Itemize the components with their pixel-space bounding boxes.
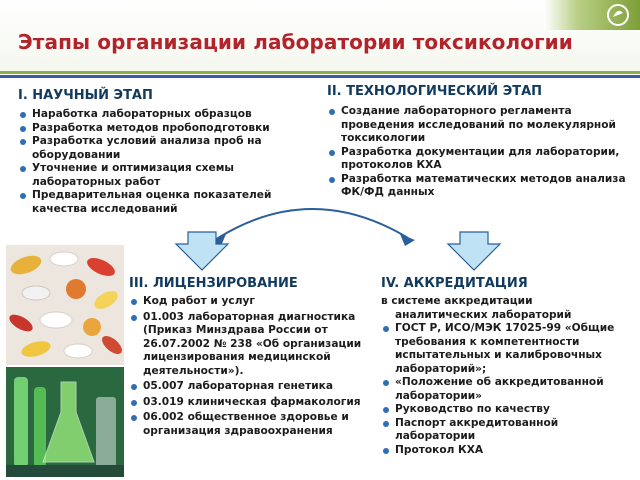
bullet-icon (329, 149, 335, 156)
list-item: 01.003 лабораторная диагностика (Приказ … (129, 311, 369, 379)
accreditation-intro-1: в системе аккредитации (381, 295, 533, 307)
bullet-icon (20, 193, 26, 199)
page-title: Этапы организации лаборатории токсиколог… (18, 30, 573, 54)
list-item: Разработка условий анализа проб на обору… (18, 135, 308, 162)
bullet-icon (20, 125, 26, 132)
bullet-icon (131, 314, 137, 321)
section-technological: II. ТЕХНОЛОГИЧЕСКИЙ ЭТАП Создание лабора… (327, 84, 627, 200)
section-title-technological: II. ТЕХНОЛОГИЧЕСКИЙ ЭТАП (327, 84, 543, 99)
leaf-logo-icon (607, 4, 629, 26)
lab-image-icon (6, 367, 124, 477)
section-scientific: I. НАУЧНЫЙ ЭТАП Наработка лабораторных о… (18, 88, 308, 216)
list-item: Разработка документации для лаборатории,… (327, 146, 627, 173)
divider-blue (0, 75, 640, 78)
accreditation-intro-2: аналитических лабораторий (395, 308, 572, 321)
bullet-icon (20, 166, 26, 172)
curved-arrow-icon (217, 208, 409, 239)
bullet-icon (20, 112, 26, 118)
bullet-icon (383, 326, 389, 332)
list-item: ГОСТ Р, ИСО/МЭК 17025-99 «Общие требован… (381, 322, 636, 376)
section-title-scientific: I. НАУЧНЫЙ ЭТАП (18, 88, 153, 103)
list-item: Руководство по качеству (381, 403, 636, 417)
list-item: Паспорт аккредитованной лаборатории (381, 417, 636, 444)
list-item: Разработка математических методов анализ… (327, 173, 627, 200)
arrowhead-right-icon (400, 234, 415, 246)
list-item: 03.019 клиническая фармакология (129, 396, 369, 410)
section-title-accreditation: IV. АККРЕДИТАЦИЯ (381, 276, 528, 291)
technological-list: Создание лабораторного регламента провед… (327, 105, 627, 200)
scientific-list: Наработка лабораторных образцов Разработ… (18, 108, 308, 216)
bullet-icon (383, 420, 389, 427)
lab-glassware-photo (6, 367, 124, 477)
pills-image-icon (6, 245, 124, 365)
list-item: 05.007 лабораторная генетика (129, 380, 369, 394)
section-accreditation: IV. АККРЕДИТАЦИЯ в системе аккредитации … (381, 276, 636, 457)
bullet-icon (383, 380, 389, 386)
list-item: Наработка лабораторных образцов (18, 108, 308, 122)
divider-green (0, 71, 640, 74)
section-licensing: III. ЛИЦЕНЗИРОВАНИЕ Код работ и услуг 01… (129, 276, 369, 440)
accreditation-list: ГОСТ Р, ИСО/МЭК 17025-99 «Общие требован… (381, 322, 636, 457)
bullet-icon (329, 176, 335, 183)
list-item: Создание лабораторного регламента провед… (327, 105, 627, 146)
down-arrow-right-icon (446, 231, 502, 271)
bullet-icon (20, 139, 26, 145)
list-item: Предварительная оценка показателей качес… (18, 189, 308, 216)
list-item: 06.002 общественное здоровье и организац… (129, 411, 369, 438)
licensing-list: Код работ и услуг 01.003 лабораторная ди… (129, 295, 369, 438)
bullet-icon (131, 299, 137, 305)
list-item: Разработка методов пробоподготовки (18, 122, 308, 136)
section-title-licensing: III. ЛИЦЕНЗИРОВАНИЕ (129, 276, 298, 291)
list-item: «Положение об аккредитованной лаборатори… (381, 376, 636, 403)
bullet-icon (329, 109, 335, 115)
header-band (0, 0, 640, 74)
arrowhead-left-icon (211, 234, 226, 246)
list-item: Код работ и услуг (129, 295, 369, 309)
bullet-icon (131, 415, 137, 421)
list-item: Протокол КХА (381, 444, 636, 458)
bullet-icon (383, 407, 389, 413)
corner-logo (544, 0, 640, 30)
down-arrow-left-icon (174, 231, 230, 271)
bullet-icon (131, 399, 137, 406)
bullet-icon (383, 447, 389, 454)
pills-photo (6, 245, 124, 365)
bullet-icon (131, 384, 137, 390)
list-item: Уточнение и оптимизация схемы лабораторн… (18, 162, 308, 189)
